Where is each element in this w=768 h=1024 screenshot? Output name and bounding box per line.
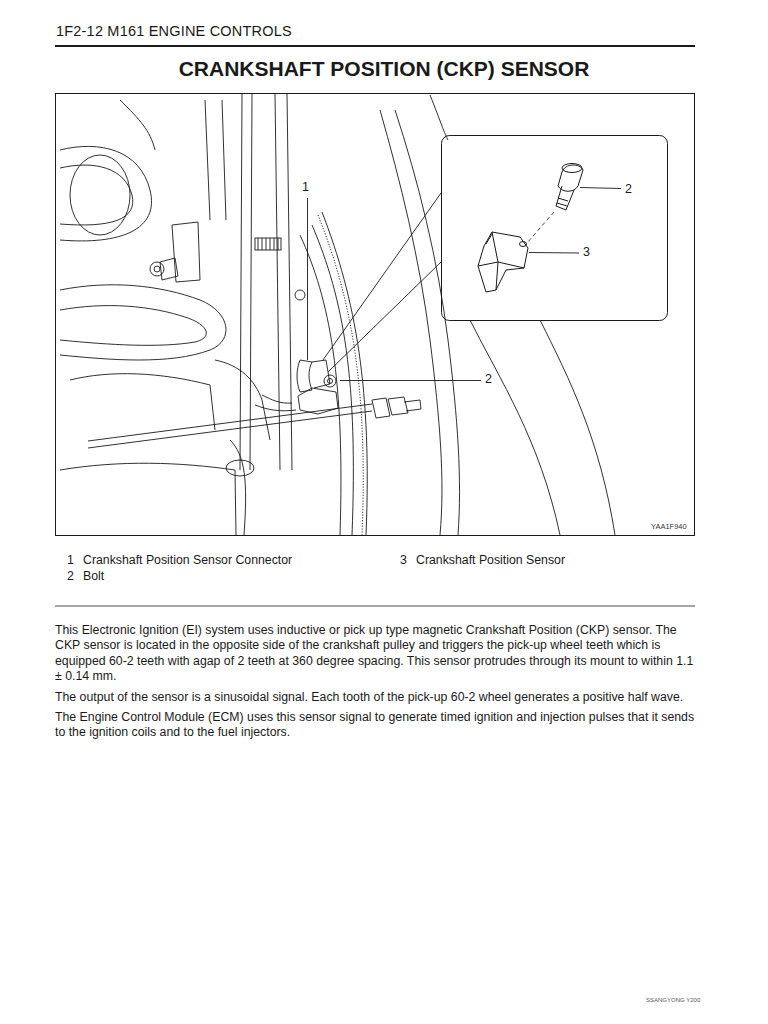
key-text: Crankshaft Position Sensor Connector — [83, 553, 292, 567]
separator-rule — [55, 606, 695, 607]
inset-pointer — [323, 193, 441, 360]
body-text: This Electronic Ignition (EI) system use… — [55, 623, 697, 746]
page-footer: SSANGYONG Y200 — [646, 997, 700, 1004]
key-number: 1 — [67, 553, 74, 567]
page-title: CRANKSHAFT POSITION (CKP) SENSOR — [0, 57, 768, 81]
header-rule — [55, 45, 695, 47]
body-paragraph: This Electronic Ignition (EI) system use… — [55, 623, 697, 685]
key-text: Bolt — [83, 569, 104, 583]
body-paragraph: The Engine Control Module (ECM) uses thi… — [55, 710, 697, 741]
bolt-drawing — [527, 164, 583, 244]
key-number: 3 — [400, 553, 407, 567]
engine-linework — [60, 93, 615, 535]
key-number: 2 — [67, 569, 74, 583]
body-paragraph: The output of the sensor is a sinusoidal… — [55, 690, 697, 705]
key-text: Crankshaft Position Sensor — [416, 553, 565, 567]
callout-number: 2 — [624, 182, 633, 196]
figure-frame — [56, 94, 695, 536]
callout-number: 2 — [484, 372, 493, 386]
callout-number: 3 — [582, 245, 591, 259]
figure-code: YAA1F940 — [651, 523, 687, 532]
sensor-drawing — [478, 232, 528, 292]
leader-line — [308, 188, 622, 381]
detail-inset — [442, 136, 668, 321]
inset-pointer — [328, 262, 441, 372]
callout-number: 1 — [301, 180, 310, 194]
running-header: 1F2-12 M161 ENGINE CONTROLS — [56, 23, 292, 40]
